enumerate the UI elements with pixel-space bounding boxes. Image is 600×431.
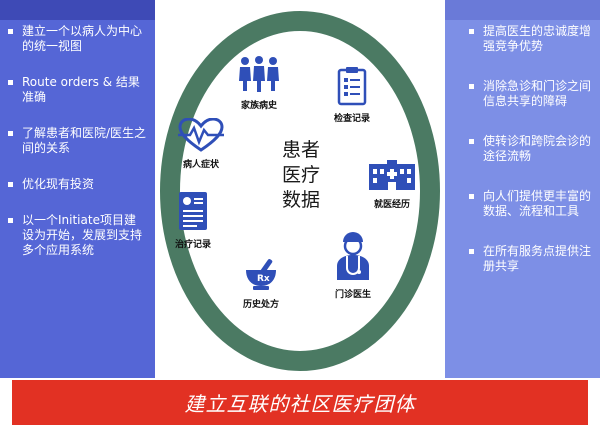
right-bullet-item: 使转诊和跨院会诊的途径流畅 [469, 134, 592, 164]
node-label: 门诊医生 [334, 290, 371, 300]
clipboard-icon [337, 67, 367, 106]
right-bullet-item: 提高医生的忠诚度增强竞争优势 [469, 24, 592, 54]
svg-text:Rx: Rx [257, 274, 270, 284]
hospital-building-icon [369, 160, 415, 190]
node-label: 治疗记录 [175, 240, 212, 250]
banner-text: 建立互联的社区医疗团体 [184, 392, 416, 416]
right-bullet-item: 消除急诊和门诊之间信息共享的障碍 [469, 79, 592, 109]
left-bullet-list: 建立一个以病人为中心的统一视图 Route orders & 结果准确 了解患者… [8, 24, 147, 258]
doctor-icon [337, 232, 369, 280]
left-bullet-item: Route orders & 结果准确 [8, 75, 147, 105]
node-outpatient-doctor: 门诊医生 [333, 232, 373, 300]
node-label: 历史处方 [242, 300, 279, 310]
family-icon [239, 56, 279, 92]
node-visit-history: 就医经历 [367, 160, 417, 210]
community-banner: 建立互联的社区医疗团体 [12, 380, 588, 425]
left-bullet-item: 了解患者和医院/医生之间的关系 [8, 126, 147, 156]
left-bullet-item: 以一个Initiate项目建设为开始，发展到支持多个应用系统 [8, 213, 147, 258]
node-family-history: 家族病史 [235, 55, 283, 111]
node-exam-records: 检查记录 [334, 66, 370, 124]
center-title: 患者医疗数据 [281, 139, 320, 211]
right-bullet-item: 在所有服务点提供注册共享 [469, 244, 592, 274]
left-benefits-panel: 建立一个以病人为中心的统一视图 Route orders & 结果准确 了解患者… [0, 0, 155, 378]
node-symptoms: 病人症状 [176, 117, 226, 170]
right-panel-header-strip [445, 0, 600, 20]
medical-record-icon [179, 192, 207, 230]
left-panel-header-strip [0, 0, 155, 20]
node-label: 就医经历 [373, 200, 410, 210]
right-benefits-panel: 提高医生的忠诚度增强竞争优势 消除急诊和门诊之间信息共享的障碍 使转诊和跨院会诊… [445, 0, 600, 378]
node-label: 检查记录 [334, 114, 371, 124]
right-bullet-item: 向人们提供更丰富的数据、流程和工具 [469, 189, 592, 219]
left-bullet-item: 优化现有投资 [8, 177, 147, 192]
left-bullet-item: 建立一个以病人为中心的统一视图 [8, 24, 147, 54]
node-prescriptions: Rx 历史处方 [242, 258, 280, 310]
node-label: 家族病史 [240, 101, 277, 111]
right-bullet-list: 提高医生的忠诚度增强竞争优势 消除急诊和门诊之间信息共享的障碍 使转诊和跨院会诊… [469, 24, 592, 274]
mortar-pestle-icon: Rx [246, 259, 276, 290]
node-treatment-records: 治疗记录 [175, 190, 211, 250]
heart-pulse-icon [178, 117, 224, 152]
node-label: 病人症状 [182, 160, 219, 170]
